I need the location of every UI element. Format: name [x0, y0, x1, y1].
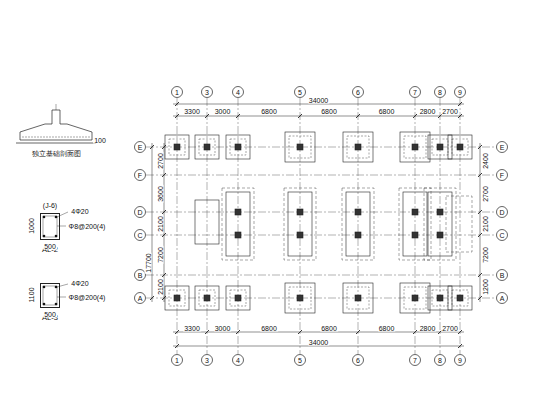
axis-label: A — [499, 295, 506, 302]
dimension: 3300 — [183, 108, 201, 115]
dimension: 2100 — [157, 215, 164, 233]
dimension: 2400 — [482, 152, 489, 170]
section-caption: 独立基础剖面图 — [31, 150, 82, 157]
axis-label: 6 — [355, 357, 361, 364]
dimension: 17700 — [145, 252, 152, 273]
axis-label: B — [137, 272, 144, 279]
dimension: 2700 — [157, 152, 164, 170]
axis-label: 7 — [412, 357, 418, 364]
axis-label: C — [498, 232, 505, 239]
axis-label: 9 — [457, 89, 463, 96]
dimension: 34000 — [308, 97, 329, 104]
section-box: AL-3 — [40, 283, 60, 308]
axis-label: 8 — [437, 89, 443, 96]
rebar-note: 4Φ20 — [70, 280, 89, 287]
axis-label: 5 — [297, 89, 303, 96]
dimension: 3300 — [183, 325, 201, 332]
dimension: 500 — [43, 311, 57, 318]
dimension: 6800 — [320, 325, 338, 332]
footings — [165, 132, 472, 313]
dimension: 1000 — [28, 217, 35, 235]
section-box: AL-2 — [40, 213, 60, 240]
axis-label: D — [498, 209, 505, 216]
axis-label: 5 — [297, 357, 303, 364]
axis-label: 4 — [235, 357, 241, 364]
axis-label: 3 — [204, 89, 210, 96]
axis-label: B — [499, 272, 506, 279]
axis-label: F — [499, 172, 505, 179]
dimension: 2800 — [419, 108, 437, 115]
rebar-dots — [43, 216, 58, 306]
dimension: 3000 — [214, 325, 232, 332]
dimension: 100 — [93, 137, 107, 144]
dimension: 3600 — [157, 185, 164, 203]
axis-label: 1 — [174, 357, 180, 364]
dimension: 6800 — [378, 108, 396, 115]
dimension: 2800 — [419, 325, 437, 332]
footing-section — [16, 104, 96, 143]
axis-label: 9 — [457, 357, 463, 364]
axis-label: 6 — [355, 89, 361, 96]
axis-label: E — [499, 144, 506, 151]
dimension: 6800 — [320, 108, 338, 115]
axis-label: 3 — [204, 357, 210, 364]
axis-grid — [135, 87, 508, 366]
dimension-lines — [150, 102, 482, 348]
dimension: 6800 — [378, 325, 396, 332]
dimension: 7200 — [157, 246, 164, 264]
dimension: 6800 — [260, 325, 278, 332]
axis-label: C — [136, 232, 143, 239]
dimension: 2700 — [441, 325, 459, 332]
dimension: 7200 — [482, 246, 489, 264]
axis-label: A — [137, 295, 144, 302]
dimension: 2100 — [482, 215, 489, 233]
dimension: 2700 — [441, 108, 459, 115]
dimension: 3000 — [214, 108, 232, 115]
axis-label: F — [137, 172, 143, 179]
dimension: 2100 — [157, 278, 164, 296]
axis-label: E — [137, 144, 144, 151]
leader-lines — [57, 212, 68, 297]
rebar-note: Φ8@200(4) — [68, 294, 107, 301]
axis-label: 4 — [235, 89, 241, 96]
rebar-note: Φ8@200(4) — [68, 223, 107, 230]
dimension: 34000 — [308, 339, 329, 346]
dimension: 2700 — [482, 185, 489, 203]
rebar-note: 4Φ20 — [70, 208, 89, 215]
dimension: 1100 — [28, 286, 35, 303]
dimension: 1200 — [482, 278, 489, 296]
axis-label: D — [136, 209, 143, 216]
axis-label: 8 — [437, 357, 443, 364]
dimension: 6800 — [260, 108, 278, 115]
footing-ref: (J-6) — [42, 202, 58, 209]
axis-label: 1 — [174, 89, 180, 96]
axis-label: 7 — [412, 89, 418, 96]
dimension: 500 — [43, 243, 57, 250]
